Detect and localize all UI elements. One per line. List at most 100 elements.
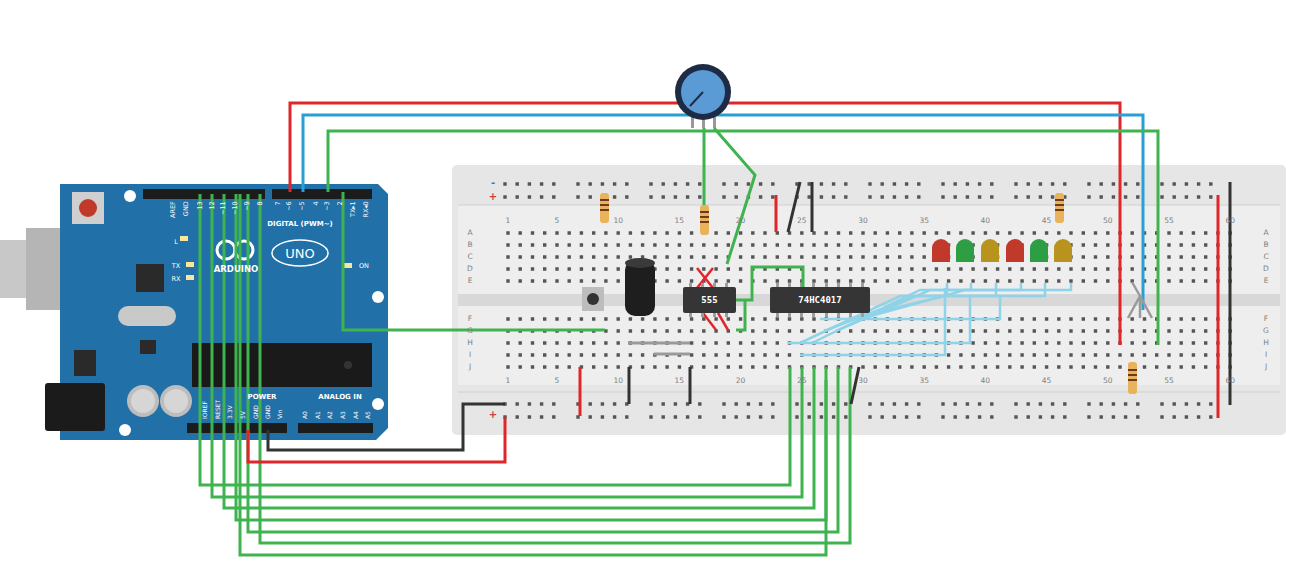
potentiometer bbox=[675, 64, 731, 120]
label-text: 10 bbox=[613, 217, 623, 225]
label-text: 35 bbox=[919, 217, 929, 225]
label-text: A1 bbox=[315, 411, 321, 419]
label-text: A5 bbox=[365, 411, 371, 419]
label-text: ANALOG IN bbox=[318, 394, 362, 401]
label-text: 15 bbox=[675, 217, 685, 225]
jumper bbox=[811, 182, 814, 232]
label-text: ~11 bbox=[221, 201, 228, 215]
label-text: G bbox=[467, 327, 473, 335]
capacitor-top bbox=[164, 389, 188, 413]
label-text: A4 bbox=[353, 411, 359, 419]
label-text: A2 bbox=[327, 411, 333, 419]
jumper bbox=[628, 342, 690, 345]
label-text: 20 bbox=[736, 217, 746, 225]
label-text: GND bbox=[183, 201, 190, 216]
ground-wire bbox=[268, 404, 505, 450]
label-text: 40 bbox=[981, 217, 991, 225]
label-text: ~5 bbox=[300, 201, 307, 211]
label-text: 50 bbox=[1103, 217, 1113, 225]
resistor-bands bbox=[600, 200, 1137, 380]
label-text: F bbox=[468, 315, 472, 323]
label-text: GND bbox=[265, 405, 271, 419]
label-text: 20 bbox=[736, 377, 746, 385]
label-text: ARDUINO bbox=[214, 265, 259, 274]
jumper bbox=[1217, 195, 1220, 418]
red-wire bbox=[290, 103, 1120, 345]
label-text: + bbox=[489, 410, 497, 420]
chip-label: 74HC4017 bbox=[798, 295, 841, 305]
label-text: 45 bbox=[1042, 217, 1052, 225]
uno-oval bbox=[272, 240, 328, 266]
atmega-chip bbox=[192, 343, 372, 387]
label-text: G bbox=[1263, 327, 1269, 335]
pot-indicator bbox=[690, 92, 703, 106]
label-text: DIGITAL (PWM~) bbox=[267, 221, 332, 228]
led-yellow bbox=[1054, 248, 1072, 262]
label-text: 60 bbox=[1225, 217, 1235, 225]
label-text: E bbox=[468, 277, 473, 285]
label-text: + bbox=[489, 192, 497, 202]
label-text: A0 bbox=[302, 411, 308, 419]
electrolytic-capacitor bbox=[625, 260, 655, 316]
mount-hole bbox=[124, 190, 136, 202]
label-text: 5 bbox=[555, 377, 560, 385]
label-text: A3 bbox=[340, 411, 346, 419]
label-text: L bbox=[174, 239, 178, 246]
rgb-led bbox=[1128, 282, 1152, 318]
label-text: ~10 bbox=[233, 201, 240, 215]
label-text: 25 bbox=[797, 217, 807, 225]
label-text: - bbox=[491, 178, 495, 188]
capacitor-top bbox=[625, 258, 655, 268]
green-wire bbox=[200, 194, 790, 485]
label-text: 8 bbox=[257, 201, 264, 205]
jumper bbox=[628, 367, 631, 404]
label-text: 2 bbox=[337, 201, 344, 205]
led-red bbox=[1006, 248, 1024, 262]
label-text: 60 bbox=[1225, 377, 1235, 385]
label-text: 30 bbox=[858, 377, 868, 385]
green-wire bbox=[703, 128, 706, 205]
label-text: ~9 bbox=[245, 201, 252, 211]
reset-button bbox=[79, 199, 97, 217]
label-text: 15 bbox=[675, 377, 685, 385]
regulator bbox=[74, 350, 96, 376]
resistor bbox=[1055, 193, 1064, 223]
capacitor bbox=[127, 385, 159, 417]
label-text: 40 bbox=[981, 377, 991, 385]
label-text: GND bbox=[253, 405, 259, 419]
label-text: ~3 bbox=[325, 201, 332, 211]
power-wire bbox=[248, 417, 505, 462]
ic-chip: 74HC4017 bbox=[770, 287, 870, 313]
capacitor-top bbox=[131, 389, 155, 413]
pin-header bbox=[272, 189, 372, 199]
label-text: RESET bbox=[215, 400, 221, 419]
led-green bbox=[1030, 248, 1048, 262]
label-text: H bbox=[1263, 339, 1269, 347]
label-text: C bbox=[467, 253, 472, 261]
label-text: C bbox=[1263, 253, 1268, 261]
label-text: 25 bbox=[797, 377, 807, 385]
label-text: Vin bbox=[277, 410, 283, 419]
led-yellow bbox=[981, 248, 999, 262]
label-text: 5V bbox=[240, 411, 246, 419]
led-tx bbox=[186, 262, 194, 267]
breadboard bbox=[452, 165, 1286, 435]
label-text: A bbox=[1263, 229, 1268, 237]
arduino-logo bbox=[217, 241, 235, 259]
label-text: ON bbox=[359, 263, 369, 270]
green-wire bbox=[260, 194, 850, 543]
label-text: ~6 bbox=[287, 201, 294, 211]
chip-dot bbox=[344, 361, 352, 369]
label-text: 3.3V bbox=[227, 405, 233, 419]
jumper bbox=[697, 268, 713, 288]
green-wire bbox=[212, 194, 802, 497]
green-wire bbox=[714, 128, 755, 264]
label-text: 4 bbox=[313, 201, 320, 205]
power-jack bbox=[45, 383, 105, 431]
label-text: 1 bbox=[506, 217, 511, 225]
arduino-logo bbox=[235, 241, 253, 259]
push-button-cap bbox=[587, 293, 599, 305]
green-wire bbox=[736, 300, 745, 330]
